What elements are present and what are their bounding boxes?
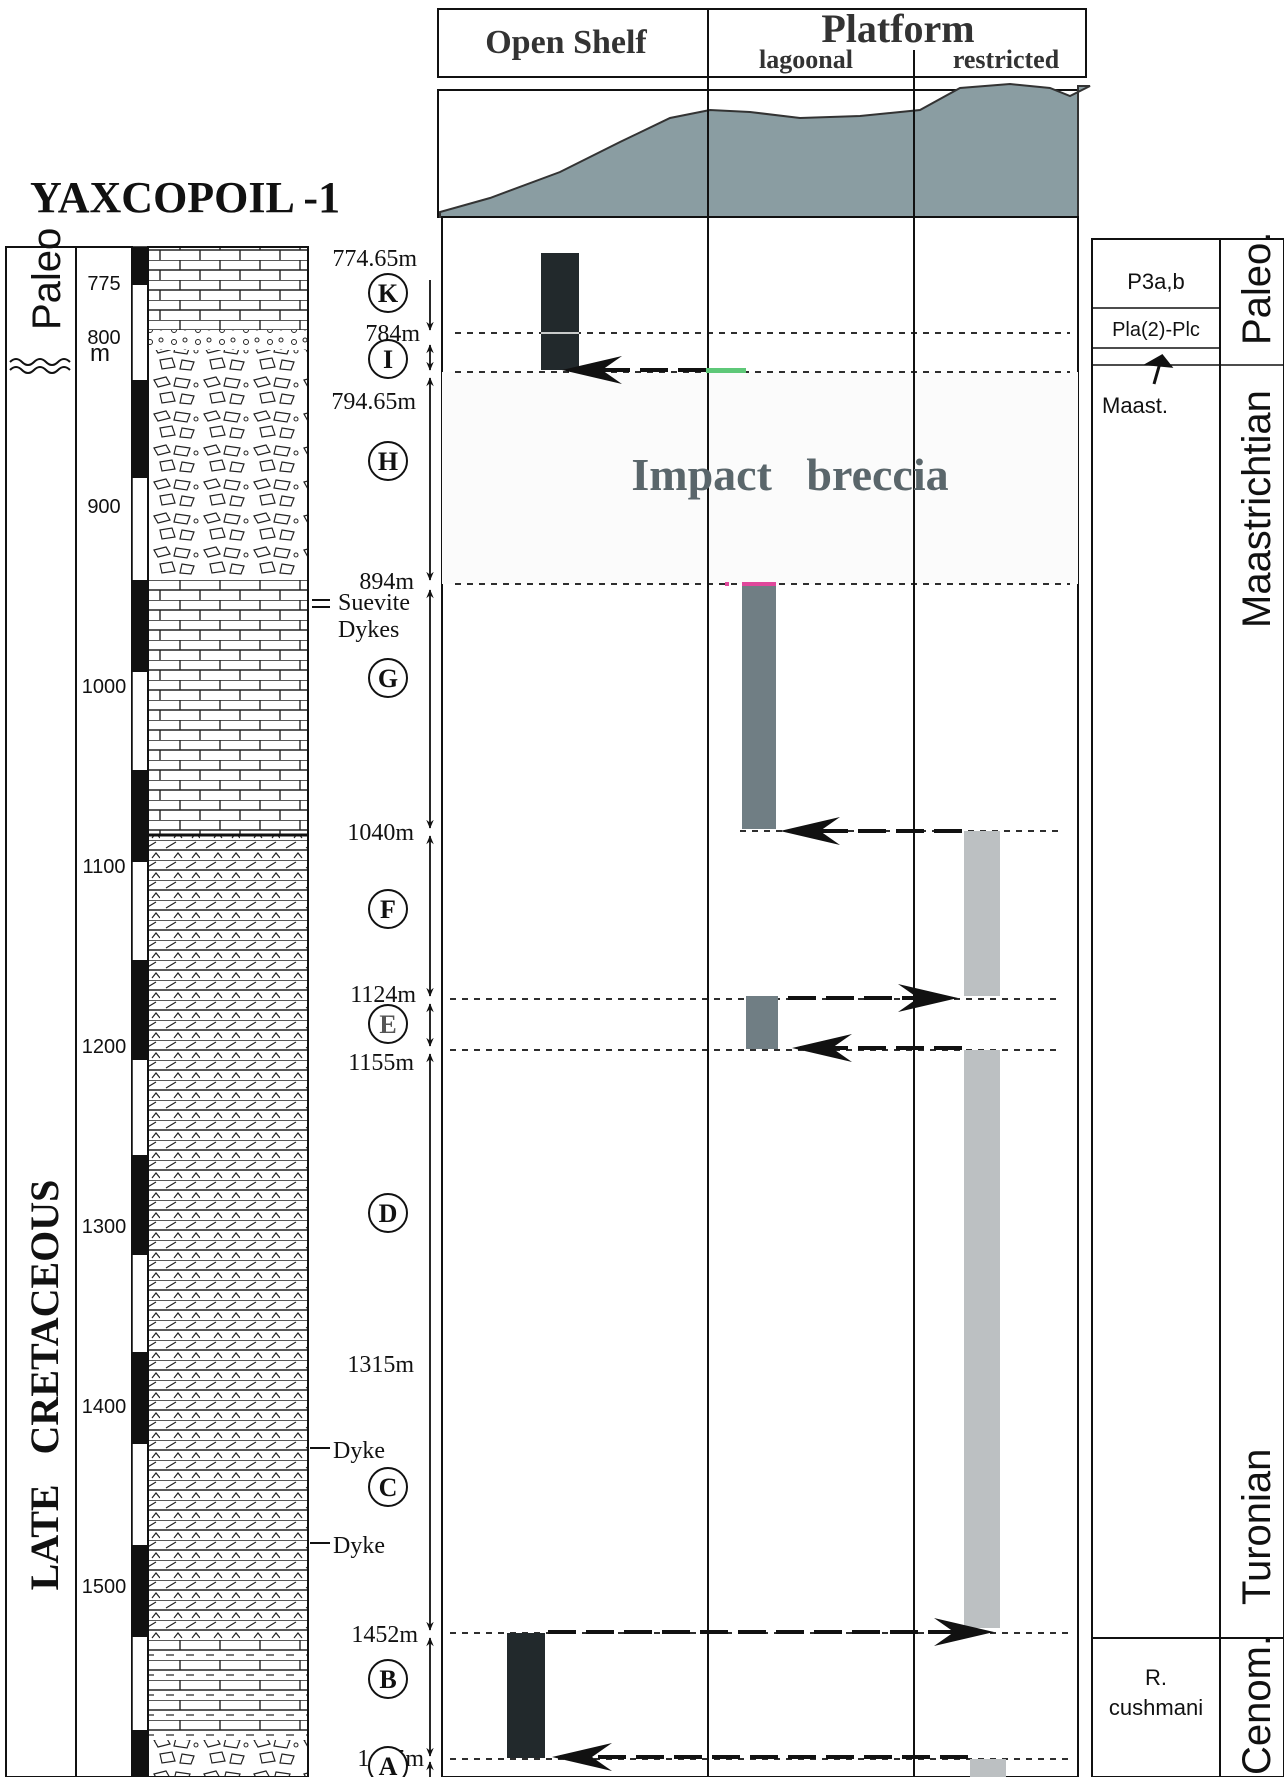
bar-open-shelf-b	[507, 1633, 545, 1758]
maast-pointer	[1143, 354, 1174, 385]
unit-label-H: H	[378, 447, 398, 476]
litho-marl	[149, 1640, 307, 1740]
unit-label-G: G	[378, 664, 398, 693]
boundary-794: 794.65m	[331, 389, 416, 415]
stage-column	[1219, 238, 1284, 1777]
facies-header-box	[437, 8, 1087, 78]
biozone-maast: Maast.	[1102, 393, 1168, 418]
paleo-label: Paleo	[25, 228, 69, 330]
depth-tick-1100: 1100	[82, 856, 125, 878]
sea-level-curve	[439, 82, 1091, 218]
bar-lagoonal-g	[742, 584, 776, 829]
core-recovery-bars	[132, 247, 148, 1777]
unit-circle-D	[368, 1193, 408, 1233]
unit-label-E: E	[379, 1010, 396, 1039]
depth-tick-1500: 1500	[82, 1576, 127, 1598]
dyke-label-1: Dyke	[333, 1438, 385, 1464]
stage-turonian: Turonian	[1235, 1449, 1279, 1605]
bar-restricted-a	[970, 1759, 1006, 1777]
facies-arrows	[548, 368, 972, 1759]
boundary-774: 774.65m	[332, 246, 417, 272]
facies-panel	[441, 216, 1079, 1777]
unit-circle-I	[368, 339, 408, 379]
stage-maastrichtian: Maastrichtian	[1235, 390, 1279, 628]
unit-circle-B	[368, 1659, 408, 1699]
biozone-r: R.	[1145, 1665, 1167, 1690]
litho-base	[149, 1740, 307, 1776]
biozone-cushmani: cushmani	[1109, 1695, 1203, 1720]
figure-title: YAXCOPOIL -1	[30, 173, 340, 222]
litho-limestone-g	[149, 580, 307, 835]
unit-label-B: B	[379, 1665, 396, 1694]
boundary-1315: 1315m	[347, 1352, 414, 1378]
litho-conglomerate	[149, 330, 307, 350]
unit-circle-G	[368, 658, 408, 698]
unit-label-D: D	[379, 1199, 398, 1228]
depth-tick-900: 900	[87, 496, 120, 518]
unconformity-wave-2	[9, 366, 71, 374]
depth-scale: 775 800 900 1000 1100 1200 1300 1400 1500	[82, 273, 127, 1598]
suevite-label: Suevite	[338, 590, 410, 616]
facies-arrowheads	[552, 356, 994, 1771]
header-platform: Platform	[821, 6, 974, 51]
litho-dolomite	[149, 835, 307, 1640]
unit-circle-K	[368, 273, 408, 313]
pink-dot	[725, 582, 729, 586]
unit-circles: K I H G F E D C B A	[368, 273, 408, 1777]
depth-column	[75, 246, 133, 1777]
stage-cenom: Cenom.	[1235, 1635, 1279, 1775]
litho-breccia	[149, 350, 307, 580]
depth-unit-label: m	[90, 340, 110, 367]
bar-open-shelf-k	[541, 253, 579, 370]
unit-circle-F	[368, 889, 408, 929]
late-cretaceous-label: LATE CRETACEOUS	[22, 1180, 67, 1591]
boundary-1452: 1452m	[351, 1622, 418, 1648]
pink-mark	[742, 582, 776, 586]
biozone-p3ab: P3a,b	[1127, 269, 1185, 294]
dyke-label-2: Dyke	[333, 1533, 385, 1559]
biozone-pla: Pla(2)-Plc	[1112, 319, 1200, 341]
unit-label-I: I	[383, 345, 393, 374]
boundary-894: 894m	[359, 569, 414, 595]
depth-tick-1000: 1000	[82, 676, 127, 698]
boundary-1040: 1040m	[347, 820, 414, 846]
litho-limestone-top	[149, 248, 307, 330]
unit-circle-H	[368, 441, 408, 481]
header-restricted: restricted	[953, 45, 1060, 74]
boundary-1124: 1124m	[350, 982, 416, 1008]
depth-tick-775: 775	[87, 273, 120, 295]
unconformity-wave-1	[9, 358, 71, 366]
unit-label-A: A	[379, 1752, 398, 1777]
era-column	[5, 246, 77, 1777]
unit-circle-A	[368, 1746, 408, 1777]
dykes-label: Dykes	[338, 617, 399, 643]
unit-label-K: K	[378, 279, 399, 308]
unit-label-F: F	[380, 895, 396, 924]
depth-tick-800: 800	[87, 327, 120, 349]
boundary-1155: 1155m	[348, 1050, 414, 1076]
unit-circle-E	[368, 1004, 408, 1044]
depth-tick-1200: 1200	[82, 1036, 127, 1058]
green-mark	[706, 368, 746, 373]
bar-lagoonal-e	[746, 996, 778, 1049]
biozone-column	[1091, 238, 1221, 1777]
depth-tick-1300: 1300	[82, 1216, 127, 1238]
stage-paleo: Paleo.	[1235, 232, 1279, 345]
unit-label-C: C	[379, 1473, 398, 1502]
header-open-shelf: Open Shelf	[485, 24, 647, 61]
depth-tick-1400: 1400	[82, 1396, 127, 1418]
impact-breccia-zone	[442, 372, 1078, 584]
impact-breccia-label: Impact breccia	[631, 449, 948, 500]
header-lagoonal: lagoonal	[759, 45, 853, 74]
bar-restricted-f	[964, 831, 1000, 996]
unit-circle-C	[368, 1467, 408, 1507]
bar-restricted-dc	[964, 1050, 1000, 1628]
